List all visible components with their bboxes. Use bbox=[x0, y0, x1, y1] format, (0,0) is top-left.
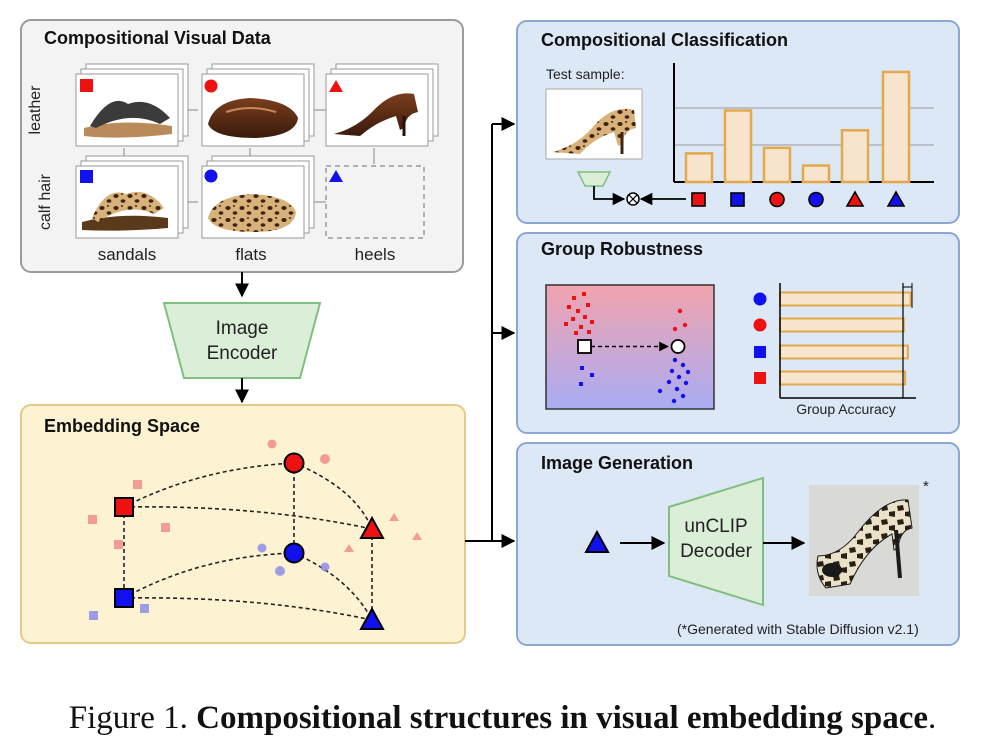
robust-circle-marker bbox=[670, 339, 686, 354]
decoder-label-line1: unCLIP bbox=[684, 516, 748, 537]
robustness-title: Group Robustness bbox=[541, 239, 704, 259]
caption-suffix: . bbox=[928, 700, 937, 736]
col-label-heels: heels bbox=[354, 245, 396, 264]
group-bar-red-circle bbox=[779, 317, 905, 333]
caption-bold: Compositional structures in visual embed… bbox=[196, 700, 929, 736]
mini-encoder bbox=[576, 171, 612, 187]
group-bar-blue-circle bbox=[779, 291, 912, 307]
generated-asterisk: * bbox=[923, 478, 929, 495]
class-bar-red-square bbox=[684, 152, 714, 184]
classification-title: Compositional Classification bbox=[541, 30, 789, 50]
robust-square-marker bbox=[577, 339, 592, 354]
image-leather-heels bbox=[325, 63, 439, 147]
caption-prefix: Figure 1. bbox=[68, 700, 188, 736]
generation-footnote: (*Generated with Stable Diffusion v2.1) bbox=[677, 621, 919, 637]
embedding-red-square bbox=[114, 497, 134, 517]
figure-caption: Figure 1. Compositional structures in vi… bbox=[0, 700, 1005, 737]
visual-data-title: Compositional Visual Data bbox=[44, 28, 271, 48]
embedding-blue-circle bbox=[283, 542, 305, 564]
diagram-canvas bbox=[20, 19, 960, 646]
class-bar-blue-circle bbox=[801, 164, 831, 184]
generation-input-triangle bbox=[584, 529, 610, 553]
encoder-label-line1: Image bbox=[215, 318, 269, 339]
embedding-blue-triangle bbox=[359, 606, 385, 630]
class-bar-red-triangle bbox=[840, 129, 870, 184]
row-label-leather: leather bbox=[27, 85, 44, 135]
generated-shoe-image bbox=[809, 485, 919, 596]
image-calfhair-flats bbox=[201, 155, 315, 239]
class-blue-square bbox=[730, 192, 745, 207]
col-label-sandals: sandals bbox=[97, 245, 157, 264]
image-calfhair-heels-missing bbox=[325, 165, 425, 239]
class-bar-blue-square bbox=[723, 109, 753, 184]
embedding-blue-square bbox=[114, 588, 134, 608]
group-accuracy-label: Group Accuracy bbox=[796, 401, 896, 417]
classification-chart bbox=[673, 63, 934, 184]
class-blue-triangle bbox=[886, 190, 906, 207]
test-sample-label: Test sample: bbox=[546, 66, 625, 82]
class-red-circle bbox=[769, 191, 785, 208]
image-calfhair-sandals bbox=[75, 155, 189, 239]
generation-title: Image Generation bbox=[541, 453, 694, 473]
unclip-decoder-shape bbox=[668, 476, 764, 607]
group-accuracy-chart bbox=[753, 283, 916, 399]
col-label-flats: flats bbox=[235, 245, 267, 264]
image-leather-sandals bbox=[75, 63, 189, 147]
group-bar-blue-square bbox=[779, 344, 909, 360]
test-sample-image bbox=[545, 88, 643, 160]
decoder-label-line2: Decoder bbox=[680, 541, 752, 562]
image-encoder-shape bbox=[162, 302, 322, 379]
encoder-label-line2: Encoder bbox=[206, 343, 278, 364]
embedding-title: Embedding Space bbox=[44, 416, 201, 436]
image-leather-flats bbox=[201, 63, 315, 147]
class-bar-red-circle bbox=[762, 146, 792, 184]
class-red-triangle bbox=[845, 190, 865, 207]
class-blue-circle bbox=[808, 191, 824, 208]
embedding-red-circle bbox=[283, 452, 305, 474]
row-label-calf-hair: calf hair bbox=[37, 173, 54, 231]
embedding-panel bbox=[20, 404, 466, 644]
class-red-square bbox=[691, 192, 706, 207]
group-bar-red-square bbox=[779, 370, 907, 386]
embedding-red-triangle bbox=[359, 515, 385, 539]
class-bar-blue-triangle bbox=[881, 70, 911, 184]
